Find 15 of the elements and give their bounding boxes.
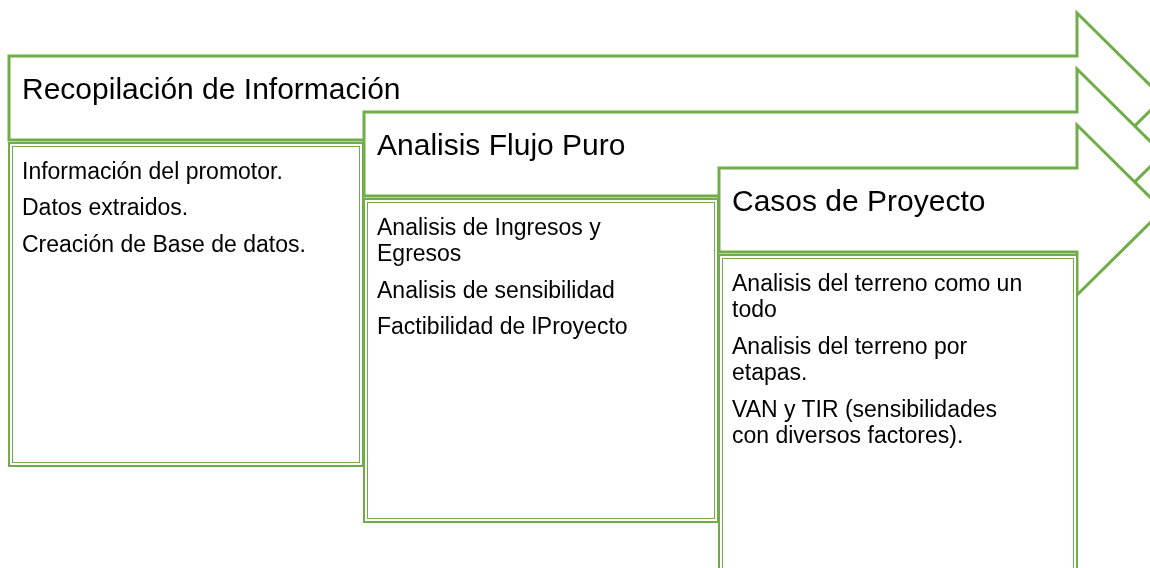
item-text: Información del promotor. [22,158,284,185]
item-text: Datos extraidos. [22,194,190,221]
item-text: Analisis de sensibilidad [377,276,616,304]
item-text: VAN y TIR (sensibilidades con diversos factores). [732,395,999,449]
stage-heading: Recopilación de Información [22,72,401,106]
item-text: Creación de Base de datos. [22,230,307,258]
content-box [718,254,1078,568]
item-text: Analisis del terreno como un todo [732,270,1024,323]
content-box [363,198,719,523]
item-text: Analisis de Ingresos y Egresos [377,214,602,267]
stage-heading: Analisis Flujo Puro [377,128,626,162]
item-text: Analisis del terreno por etapas. [732,332,969,386]
item-text: Factibilidad de lProyecto [377,313,629,340]
stage-heading: Casos de Proyecto [732,184,986,218]
content-box [8,142,364,467]
